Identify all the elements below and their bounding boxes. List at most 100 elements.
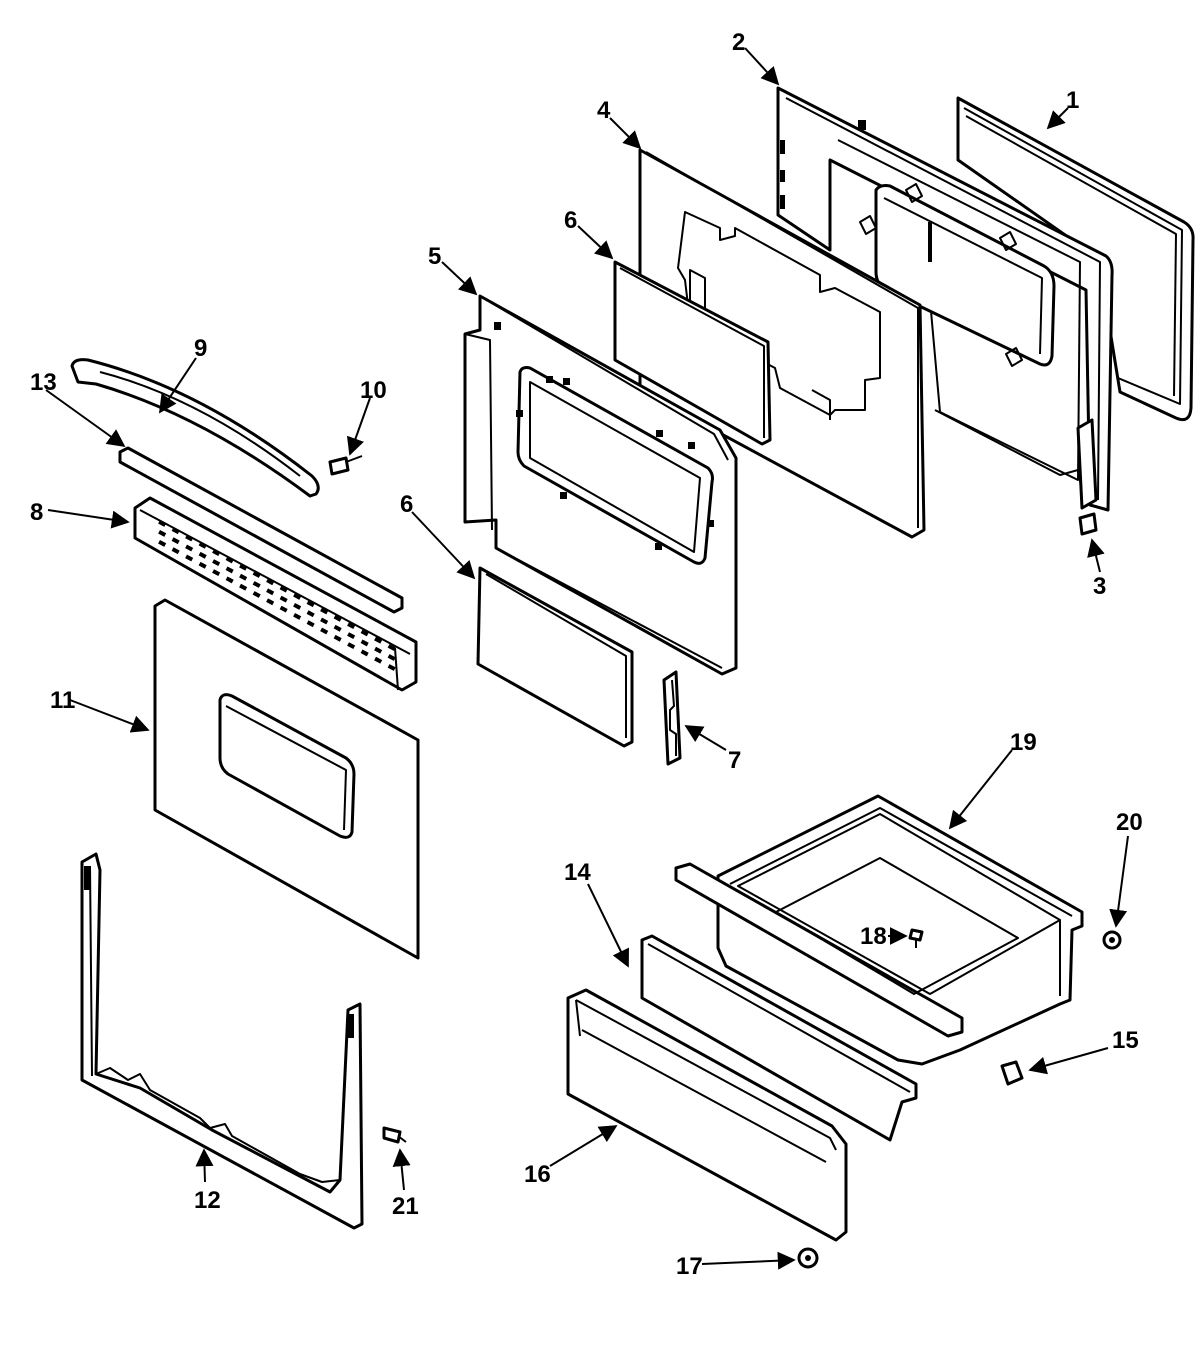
part-1-door-gasket[interactable] (956, 96, 1195, 422)
vent-slot (347, 632, 356, 640)
vent-slot (185, 554, 194, 562)
vent-slot (320, 617, 329, 625)
leader-12 (195, 1148, 214, 1183)
vent-slot (360, 649, 369, 657)
vent-slot (252, 591, 261, 598)
vent-slot (374, 656, 383, 664)
part-10-screw[interactable] (328, 455, 363, 476)
vent-slot (239, 573, 248, 581)
vent-slot (212, 549, 221, 557)
vent-slot (347, 622, 356, 630)
vent-slot (252, 581, 261, 588)
part-6-glass-panel-lower[interactable] (476, 566, 634, 748)
vent-slot (293, 602, 302, 610)
callout-12: 12 (194, 1187, 221, 1214)
vent-slot (185, 544, 194, 552)
vent-slot (374, 646, 383, 654)
part-14-drawer-rail[interactable] (640, 934, 918, 1142)
vent-slot (279, 605, 288, 613)
callout-6a: 6 (564, 207, 577, 234)
leader-14 (587, 883, 629, 968)
vent-slot (239, 583, 248, 591)
part-11-outer-door-panel[interactable] (153, 598, 420, 960)
callout-4: 4 (597, 97, 611, 124)
part-9-door-handle[interactable] (70, 358, 320, 498)
vent-slot (374, 636, 383, 644)
callout-7: 7 (728, 747, 741, 774)
vent-slot (266, 598, 275, 606)
leader-9 (159, 357, 197, 414)
vent-slot (360, 639, 369, 647)
leader-10 (346, 397, 371, 456)
leader-4 (609, 117, 642, 150)
leader-13 (45, 389, 126, 448)
part-15-clip[interactable] (1000, 1060, 1024, 1086)
part-6-glass-panel-upper[interactable] (613, 260, 772, 446)
vent-slots (158, 519, 396, 671)
vent-slot (198, 551, 207, 559)
leader-19 (948, 749, 1013, 830)
vent-slot (320, 627, 329, 635)
vent-slot (306, 620, 315, 628)
vent-slot (293, 593, 302, 600)
callout-19: 19 (1010, 729, 1037, 756)
callout-labels: 1 2 3 4 5 6 6 7 8 9 10 11 12 13 14 15 16… (30, 29, 1143, 1280)
callout-21: 21 (392, 1193, 419, 1220)
callout-8: 8 (30, 499, 43, 526)
part-13-trim-strip[interactable] (118, 446, 404, 614)
leader-11 (69, 699, 150, 733)
part-2-door-liner[interactable] (776, 86, 1114, 512)
leader-8 (47, 509, 130, 529)
vent-slot (158, 540, 167, 547)
vent-slot (306, 600, 315, 608)
vent-slot (320, 607, 329, 615)
part-20-roller[interactable] (1102, 930, 1122, 950)
callout-16: 16 (524, 1161, 551, 1188)
vent-slot (360, 629, 369, 637)
part-21-screw[interactable] (382, 1126, 407, 1144)
vent-slot (171, 547, 180, 555)
leader-2 (744, 47, 780, 86)
vent-slot (225, 556, 234, 564)
callout-15: 15 (1112, 1027, 1139, 1054)
leader-6b (411, 511, 476, 580)
leader-15 (1028, 1047, 1109, 1075)
callout-9: 9 (194, 335, 207, 362)
vent-slot (198, 541, 207, 549)
part-12-lower-frame[interactable] (80, 852, 364, 1230)
part-8-vent-panel[interactable] (133, 496, 418, 692)
leader-21 (392, 1148, 411, 1191)
vent-slot (198, 561, 207, 569)
callout-3: 3 (1093, 573, 1106, 600)
leader-3 (1087, 538, 1105, 573)
callout-2: 2 (732, 29, 745, 56)
vent-slot (387, 664, 396, 671)
leader-20 (1109, 835, 1129, 928)
part-18-screw[interactable] (908, 928, 924, 948)
callout-14: 14 (564, 859, 591, 886)
leader-7 (684, 725, 727, 751)
part-3-clip[interactable] (1078, 512, 1098, 536)
leader-1 (1046, 107, 1069, 130)
part-17-knob[interactable] (797, 1247, 819, 1269)
callout-1: 1 (1066, 87, 1079, 114)
vent-slot (333, 634, 342, 642)
leader-16 (549, 1125, 618, 1167)
vent-slot (225, 576, 234, 584)
vent-slot (158, 519, 167, 527)
part-16-drawer-front[interactable] (566, 988, 848, 1242)
vent-slot (185, 534, 194, 542)
callout-17: 17 (676, 1253, 703, 1280)
part-5-door-inner-frame[interactable] (463, 294, 738, 676)
part-7-hinge[interactable] (662, 670, 682, 766)
callout-5: 5 (428, 243, 441, 270)
callout-11: 11 (50, 687, 75, 714)
vent-slot (252, 571, 261, 578)
leader-5 (441, 261, 478, 296)
vent-slot (212, 569, 221, 577)
vent-slot (266, 588, 275, 596)
vent-slot (158, 530, 167, 537)
vent-slot (387, 654, 396, 661)
vent-slot (347, 642, 356, 650)
